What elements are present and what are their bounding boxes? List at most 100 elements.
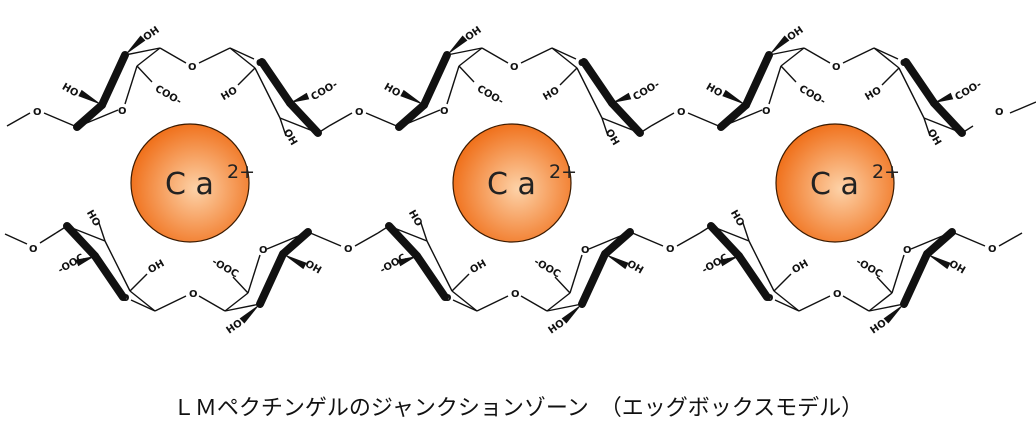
bond xyxy=(1009,101,1036,114)
carboxylate-left-label: -OOC xyxy=(210,257,240,281)
ion-charge: 2+ xyxy=(872,161,900,183)
bond xyxy=(520,295,548,312)
bold-bond xyxy=(735,252,771,301)
bond xyxy=(780,65,797,83)
bond xyxy=(842,47,875,64)
wedge-bond xyxy=(769,35,790,55)
bond xyxy=(124,47,161,56)
wedge-bond xyxy=(239,304,260,324)
wedge-bond xyxy=(605,254,629,270)
bold-bond xyxy=(413,252,449,301)
bold-bond xyxy=(717,101,750,131)
bond xyxy=(601,117,609,137)
oxygen-label: O xyxy=(188,62,197,73)
bond xyxy=(873,47,900,69)
bond xyxy=(748,240,775,292)
bond xyxy=(130,299,156,312)
hydroxyl-right-label: OH xyxy=(790,258,810,276)
oxygen-label: O xyxy=(29,244,38,255)
ion-sphere xyxy=(452,123,572,243)
oxygen-label: O xyxy=(118,106,127,117)
bond xyxy=(452,299,478,312)
hydroxyl-right-label: OH xyxy=(603,127,621,147)
wedge-bond xyxy=(290,92,310,103)
ion-charge: 2+ xyxy=(549,161,577,183)
bond xyxy=(546,303,583,312)
bond xyxy=(559,67,578,86)
bond xyxy=(476,295,509,312)
bond xyxy=(458,65,475,83)
hydroxyl-right-label: OH xyxy=(947,259,967,277)
hydroxyl-right-label: OH xyxy=(625,259,645,277)
oxygen-label: O xyxy=(259,245,268,256)
bold-bond xyxy=(601,228,634,258)
wedge-bond xyxy=(125,35,146,55)
bold-bond xyxy=(385,222,421,260)
bold-bond xyxy=(580,58,616,107)
hydroxyl-left-label: HO xyxy=(219,85,239,103)
bond xyxy=(458,47,483,67)
bond xyxy=(551,47,577,60)
wedge-bond xyxy=(397,256,417,267)
bold-bond xyxy=(930,99,966,137)
bond xyxy=(104,240,131,292)
carboxylate-left-label: -OOC xyxy=(378,252,408,276)
bond xyxy=(768,65,782,105)
bold-bond xyxy=(420,51,451,109)
ion-symbol: C a xyxy=(810,167,859,202)
oxygen-label: O xyxy=(33,107,42,118)
bold-bond xyxy=(286,99,322,137)
oxygen-label: O xyxy=(762,106,771,117)
bond xyxy=(451,273,470,292)
bottom-chain-unit xyxy=(699,222,1023,324)
bond xyxy=(676,232,701,247)
wedge-bond xyxy=(883,304,904,324)
carboxylate-left-label: -OOC xyxy=(56,252,86,276)
wedge-bond xyxy=(400,89,424,105)
bond xyxy=(198,295,226,312)
carboxylate-right-label: COO- xyxy=(309,79,339,103)
bond xyxy=(629,231,664,247)
bond xyxy=(129,290,156,312)
bond xyxy=(898,67,925,119)
hydroxyl-right-label: OH xyxy=(303,259,323,277)
oxygen-label: O xyxy=(189,289,198,300)
hydroxyl-right-label: OH xyxy=(146,258,166,276)
bond xyxy=(237,67,256,86)
bond xyxy=(554,276,571,294)
top-chain-unit xyxy=(6,35,330,137)
bold-bond xyxy=(258,58,294,107)
bond xyxy=(224,303,261,312)
hydroxyl-left-label: HO xyxy=(60,82,80,100)
bond xyxy=(198,47,231,64)
bond xyxy=(129,273,148,292)
wedge-bond xyxy=(719,256,739,267)
bond xyxy=(650,112,675,127)
ion-sphere xyxy=(130,123,250,243)
bond xyxy=(774,299,800,312)
ion-sphere xyxy=(775,123,895,243)
bold-bond xyxy=(279,228,312,258)
bottom-chain-unit xyxy=(55,222,379,324)
bond xyxy=(868,292,893,312)
carboxylate-left-label: -OOC xyxy=(532,257,562,281)
wedge-bond xyxy=(722,89,746,105)
bond xyxy=(923,117,931,137)
bold-bond xyxy=(707,222,743,260)
oxygen-label: O xyxy=(440,106,449,117)
bold-bond xyxy=(578,250,609,308)
oxygen-label: O xyxy=(581,245,590,256)
bond xyxy=(576,67,603,119)
bond xyxy=(451,290,478,312)
top-chain-unit xyxy=(328,35,652,137)
wedge-bond xyxy=(75,256,95,267)
oxygen-label: O xyxy=(443,293,452,304)
carboxylate-left-label: -OOC xyxy=(854,257,884,281)
oxygen-label: O xyxy=(256,58,265,69)
bond xyxy=(365,112,400,128)
oxygen-label: O xyxy=(900,58,909,69)
oxygen-label: O xyxy=(995,107,1004,118)
